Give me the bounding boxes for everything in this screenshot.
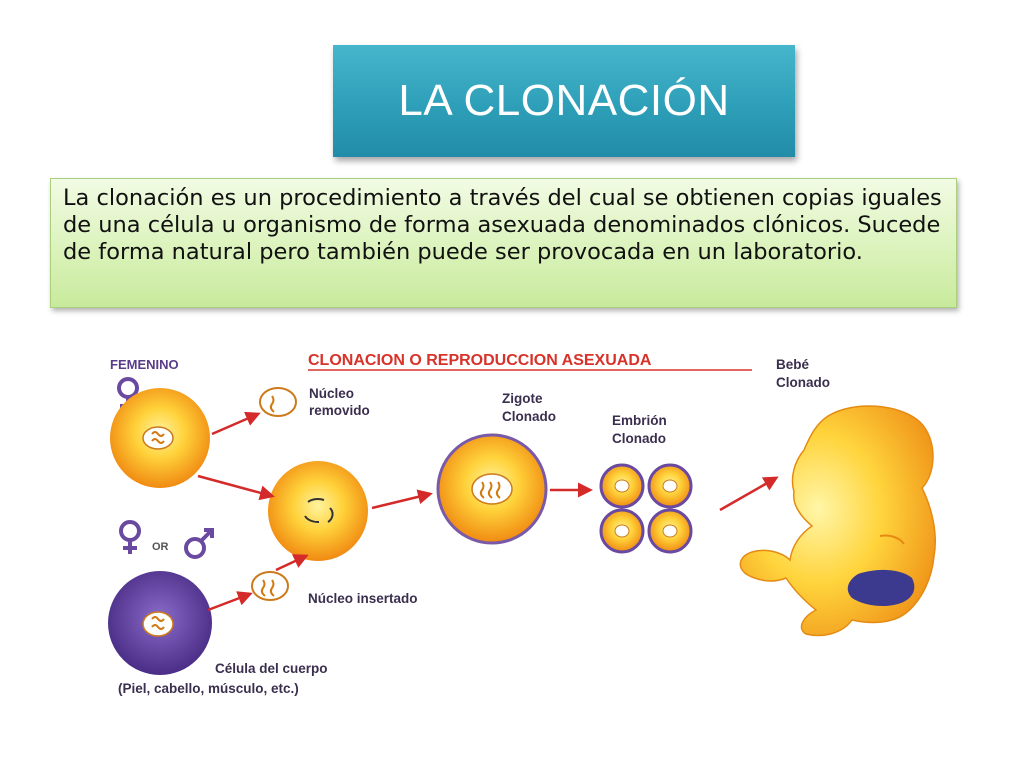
- body-cell: [108, 571, 212, 675]
- cloned-baby-illustration: [739, 405, 937, 637]
- female-symbol-small-icon: [119, 520, 141, 554]
- arrow-to-removed-nucleus: [211, 411, 261, 436]
- arrow-to-zygote: [371, 489, 433, 510]
- cloned-embryo: [599, 463, 693, 554]
- or-label: OR: [152, 541, 169, 553]
- femenino-label: FEMENINO: [110, 357, 179, 372]
- bebe-label-2: Clonado: [776, 375, 830, 390]
- diagram-heading: CLONACION O REPRODUCCION ASEXUADA: [308, 352, 652, 369]
- description-box: La clonación es un procedimiento a travé…: [50, 178, 957, 308]
- female-egg-cell: [110, 388, 210, 488]
- zigote-label-2: Clonado: [502, 409, 556, 424]
- cloning-diagram: CLONACION O REPRODUCCION ASEXUADA FEMENI…: [100, 338, 942, 700]
- inserted-nucleus: [251, 571, 289, 601]
- nucleo-removido-label-1: Núcleo: [309, 386, 354, 401]
- male-symbol-icon: [184, 528, 214, 559]
- arrow-to-baby: [719, 476, 779, 512]
- description-text: La clonación es un procedimiento a travé…: [63, 185, 942, 265]
- nucleo-removido-label-2: removido: [309, 403, 370, 418]
- slide-title: LA CLONACIÓN: [398, 76, 730, 125]
- celula-cuerpo-label: Célula del cuerpo: [215, 661, 328, 676]
- arrow-to-enucleated-egg: [197, 474, 275, 501]
- celula-detalle-label: (Piel, cabello, músculo, etc.): [118, 681, 299, 696]
- enucleated-egg-cell: [268, 461, 368, 561]
- embrion-label-1: Embrión: [612, 413, 667, 428]
- zigote-label-1: Zigote: [502, 391, 543, 406]
- bebe-label-1: Bebé: [776, 357, 810, 372]
- title-banner: LA CLONACIÓN: [333, 45, 795, 157]
- arrow-into-egg: [275, 554, 309, 572]
- removed-nucleus: [259, 387, 297, 417]
- cloned-zygote: [436, 433, 548, 545]
- embrion-label-2: Clonado: [612, 431, 666, 446]
- nucleo-insertado-label: Núcleo insertado: [308, 591, 418, 606]
- arrow-to-inserted-nucleus: [207, 591, 253, 612]
